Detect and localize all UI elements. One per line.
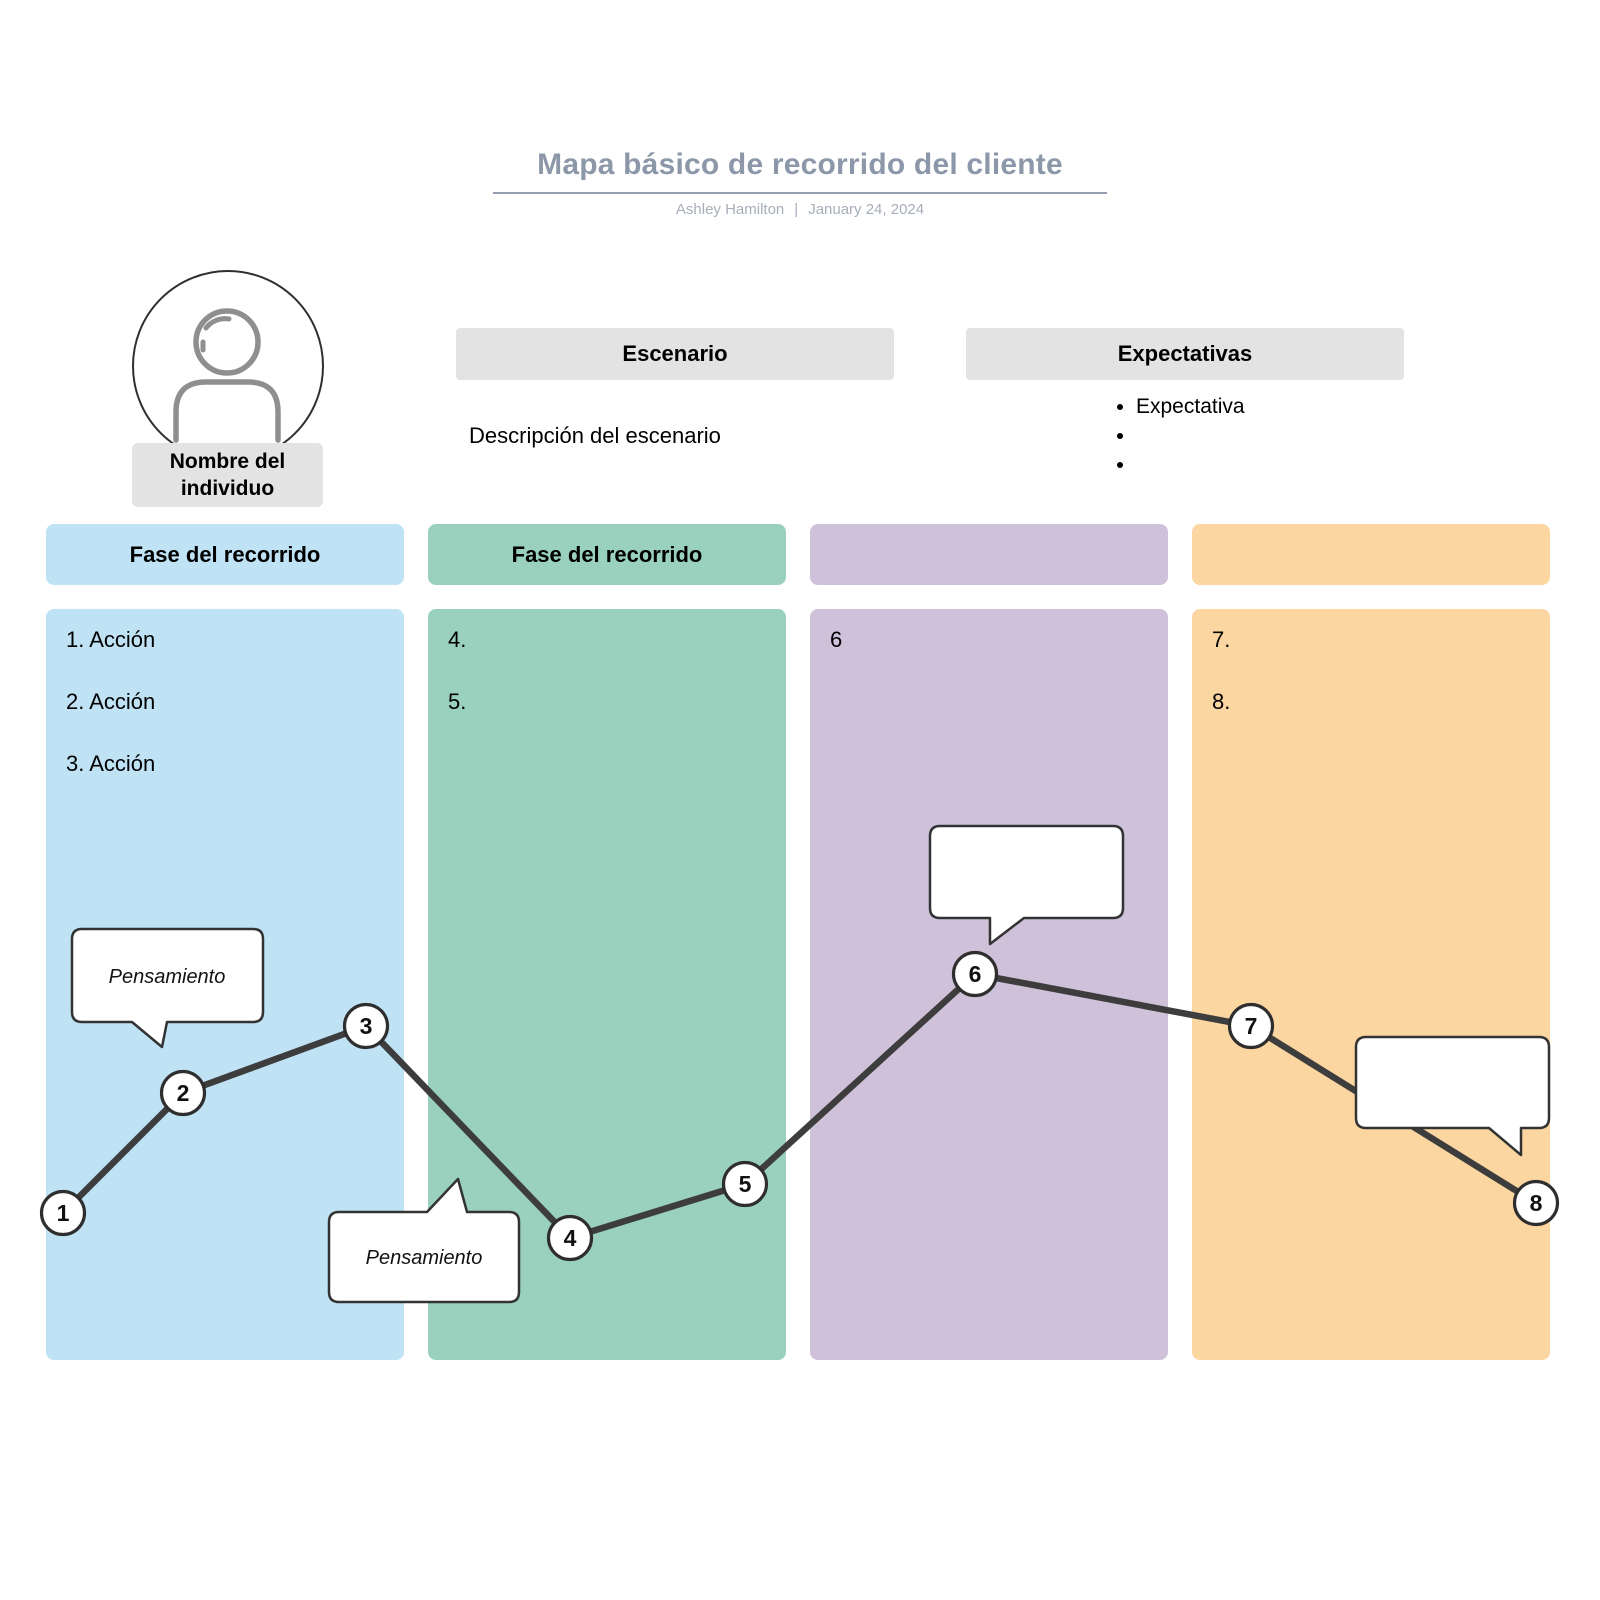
- column-header-1[interactable]: Fase del recorrido: [46, 524, 404, 585]
- column-item[interactable]: 6: [830, 627, 843, 652]
- title-block: Mapa básico de recorrido del cliente Ash…: [0, 148, 1600, 218]
- column-header-4[interactable]: [1192, 524, 1550, 585]
- column-body-3[interactable]: 6: [810, 609, 1168, 1360]
- column-item[interactable]: 2. Acción: [66, 689, 156, 714]
- column-item[interactable]: 5.: [448, 689, 467, 714]
- column-header-3[interactable]: [810, 524, 1168, 585]
- column-body-4[interactable]: 7. 8.: [1192, 609, 1550, 1360]
- author-name: Ashley Hamilton: [675, 201, 785, 218]
- document-date: January 24, 2024: [808, 201, 925, 218]
- expectation-item[interactable]: Expectativa: [1136, 392, 1245, 421]
- page-title[interactable]: Mapa básico de recorrido del cliente: [493, 148, 1107, 194]
- column-item[interactable]: 1. Acción: [66, 627, 156, 652]
- column-item[interactable]: 8.: [1212, 689, 1231, 714]
- scenario-header[interactable]: Escenario: [456, 328, 894, 380]
- expectations-list[interactable]: Expectativa: [1110, 392, 1245, 479]
- person-icon: [173, 308, 281, 443]
- column-item[interactable]: 7.: [1212, 627, 1231, 652]
- column-item[interactable]: 4.: [448, 627, 467, 652]
- page-subtitle[interactable]: Ashley Hamilton | January 24, 2024: [0, 201, 1600, 218]
- subtitle-separator: |: [794, 201, 799, 218]
- column-body-1[interactable]: 1. Acción 2. Acción 3. Acción: [46, 609, 404, 1360]
- expectations-header[interactable]: Expectativas: [966, 328, 1404, 380]
- scenario-description[interactable]: Descripción del escenario: [469, 423, 721, 448]
- expectation-item[interactable]: [1136, 421, 1245, 450]
- persona-avatar[interactable]: [132, 270, 324, 462]
- persona-name-label[interactable]: Nombre del individuo: [132, 443, 323, 507]
- column-body-2[interactable]: 4. 5.: [428, 609, 786, 1360]
- expectation-item[interactable]: [1136, 450, 1245, 479]
- column-header-2[interactable]: Fase del recorrido: [428, 524, 786, 585]
- column-item[interactable]: 3. Acción: [66, 751, 156, 776]
